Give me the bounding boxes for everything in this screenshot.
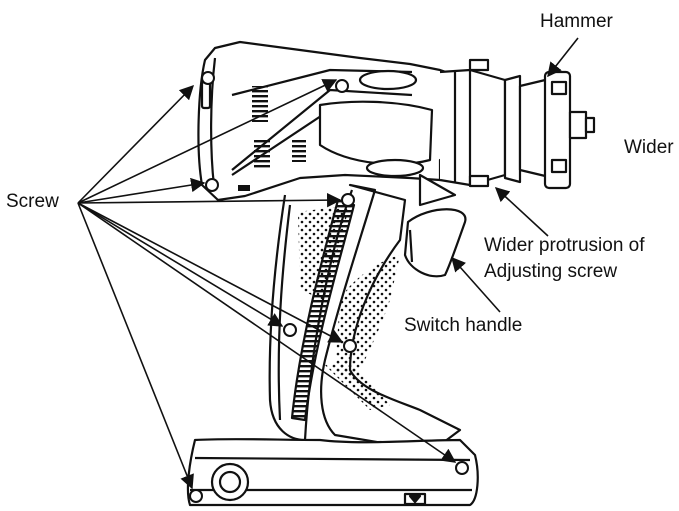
vent-lower	[254, 140, 270, 170]
screw-head	[343, 339, 357, 353]
screw-arrow	[77, 177, 206, 204]
wider-protrusion-arrow	[494, 187, 549, 237]
screw-arrow	[77, 202, 344, 343]
hammer-arrow	[547, 37, 579, 78]
screw-head	[283, 323, 297, 337]
grip-dots-upper	[298, 205, 350, 300]
leader-lines	[77, 37, 579, 490]
switch-trigger	[403, 208, 467, 278]
wider-protrusion-label: Wider protrusion of	[484, 235, 645, 256]
hammer-label: Hammer	[540, 11, 613, 32]
adjusting-screw-label: Adjusting screw	[484, 261, 618, 282]
screw-head	[205, 178, 219, 192]
screw-heads	[189, 71, 469, 503]
screw-arrow	[77, 202, 457, 463]
screw-label: Screw	[6, 191, 59, 212]
wider-label: Wider	[624, 137, 674, 158]
gear-housing	[439, 68, 507, 187]
vent-side	[292, 138, 306, 162]
screw-arrow	[77, 202, 194, 490]
screw-head	[189, 489, 203, 503]
screw-head	[455, 461, 469, 475]
flange	[503, 74, 522, 184]
switch-handle-arrow	[451, 256, 501, 313]
vent-upper	[252, 86, 268, 122]
tool-body	[186, 40, 596, 507]
battery-base	[186, 438, 479, 507]
screw-arrow	[77, 79, 338, 204]
switch-handle-label: Switch handle	[404, 315, 523, 336]
screw-arrow	[77, 202, 284, 327]
screw-head	[201, 71, 215, 85]
screw-head	[341, 193, 355, 207]
screw-arrow	[77, 192, 342, 208]
screw-head	[335, 79, 349, 93]
screw-arrow	[77, 84, 195, 204]
